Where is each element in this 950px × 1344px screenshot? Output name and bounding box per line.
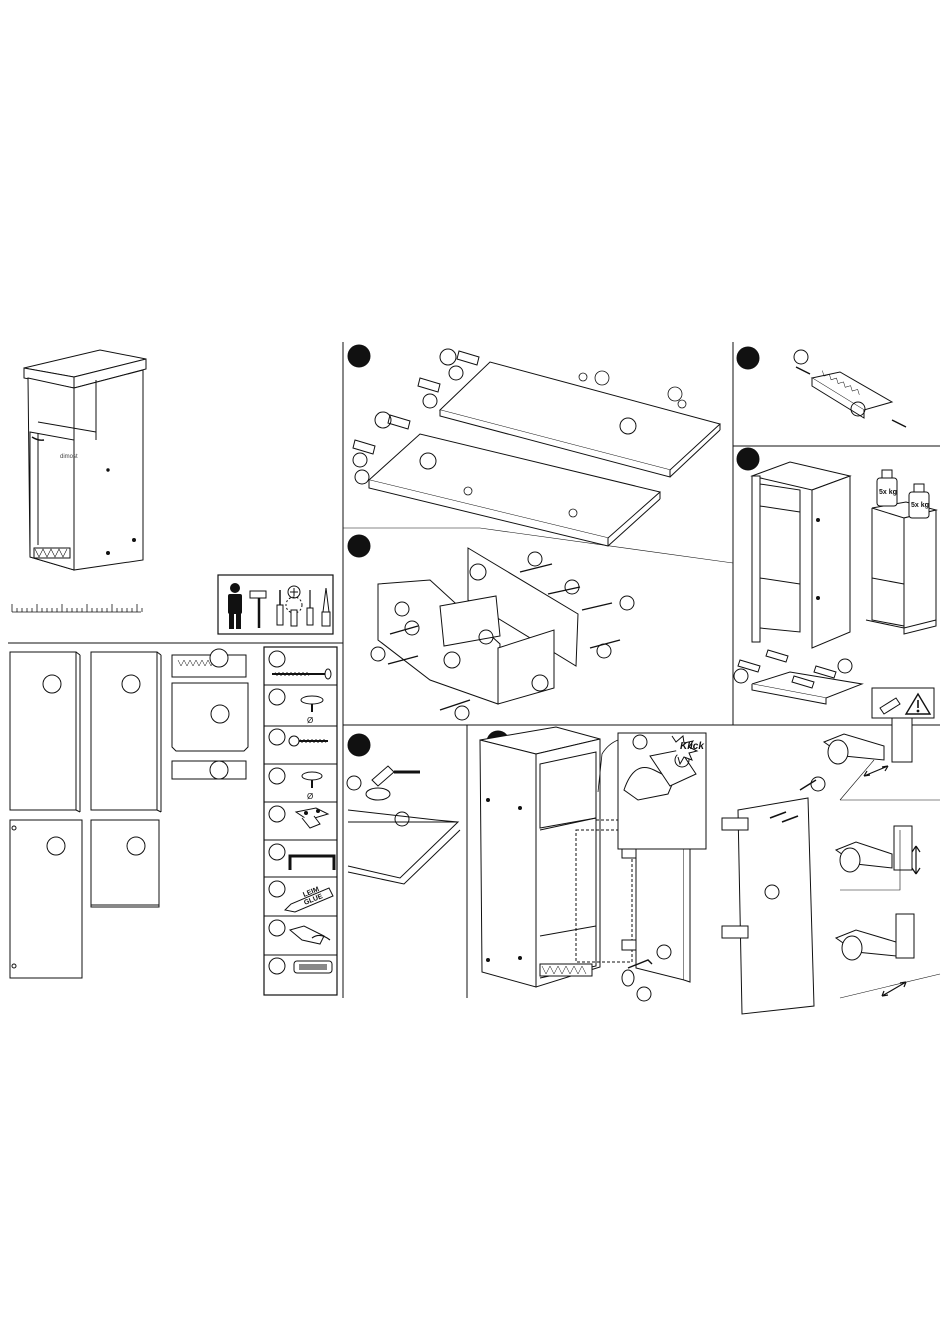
shelf-panel-small <box>91 820 159 907</box>
panels-inventory <box>10 649 248 978</box>
step-3-panel <box>737 347 906 427</box>
hinge-adjust-side <box>836 914 940 998</box>
vent-panel-top <box>172 649 246 677</box>
parts-row-2-symbol: Ø <box>307 716 313 725</box>
lower-shelf <box>498 630 554 704</box>
weight-left: 5x kg <box>877 470 897 506</box>
cabinet-carcass-weighted <box>866 502 936 634</box>
glue-tube-2 <box>418 378 440 408</box>
required-tools-box <box>218 575 333 634</box>
hammer-tool <box>372 766 420 786</box>
step-4-panel: 5x kg 5x kg <box>734 448 936 718</box>
parts-row-4-symbol: Ø <box>307 792 313 801</box>
step-1-panel <box>348 345 720 546</box>
door-with-hinges <box>722 777 825 1014</box>
step-4-marker <box>737 448 759 470</box>
weight-right: 5x kg <box>909 484 929 518</box>
vent-grille-part <box>794 350 892 418</box>
cabinet-overview: dimost <box>24 350 146 570</box>
warning-box <box>872 688 934 718</box>
klick-label: Klick <box>680 741 704 752</box>
step-2-marker <box>348 535 370 557</box>
step-6-panel: Ø Klick <box>480 718 940 1014</box>
back-panel <box>172 683 248 751</box>
final-cabinet <box>480 727 600 987</box>
cabinet-brand-label: dimost <box>60 454 78 460</box>
step-2-panel <box>348 535 634 720</box>
hardware-parts-list: Ø Ø <box>264 647 337 995</box>
adjust-arrow-height <box>912 846 920 874</box>
board-edge <box>348 810 460 884</box>
glue-tube-1 <box>440 349 479 380</box>
step-5-marker <box>348 734 370 756</box>
hinges-on-door <box>622 848 636 950</box>
hinge-adjust-depth <box>824 718 940 800</box>
door-panel <box>10 820 82 978</box>
cabinet-carcass-upright <box>752 462 850 648</box>
side-panel-right <box>91 652 161 812</box>
step-5-panel <box>347 734 460 884</box>
side-panel-left <box>10 652 80 812</box>
hinge-closeup: Klick <box>618 733 706 849</box>
glue-tube-3 <box>375 412 410 429</box>
weight-left-label: 5x kg <box>879 489 897 496</box>
adjust-arrow-side <box>882 982 906 996</box>
plinth-panel <box>172 761 246 779</box>
weight-right-label: 5x kg <box>911 502 929 509</box>
step-3-marker <box>737 347 759 369</box>
step-1-marker <box>348 345 370 367</box>
measuring-ruler <box>12 604 142 612</box>
hinge-adjust-height <box>836 826 920 890</box>
vent-grille-icon <box>294 961 332 973</box>
